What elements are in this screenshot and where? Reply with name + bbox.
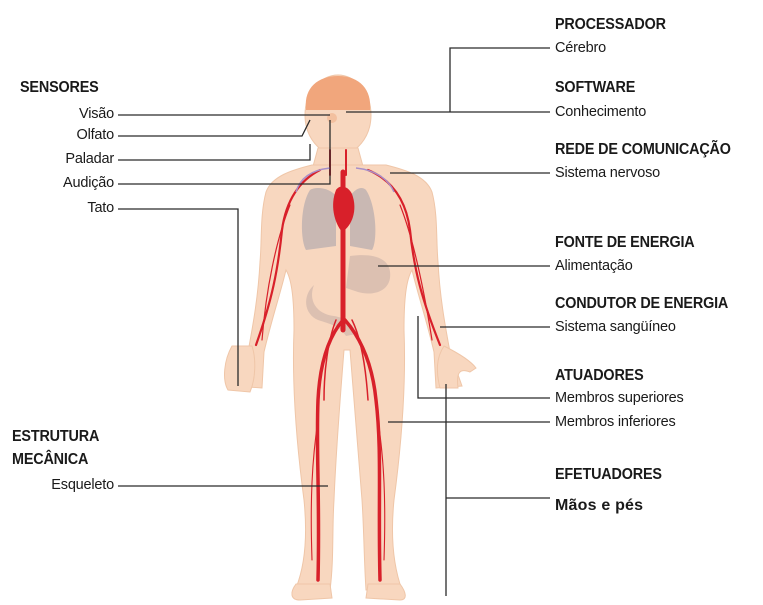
rede-item: Sistema nervoso xyxy=(555,163,660,183)
leader-efetuadores xyxy=(446,384,550,596)
leader-paladar xyxy=(118,144,310,160)
sensor-item-visao: Visão xyxy=(79,104,114,124)
sensor-item-paladar: Paladar xyxy=(65,149,114,169)
right-hand xyxy=(437,346,476,388)
condutor-title: CONDUTOR DE ENERGIA xyxy=(555,294,728,314)
rede-title: REDE DE COMUNICAÇÃO xyxy=(555,140,731,160)
sensores-title: SENSORES xyxy=(20,78,99,98)
atuadores-title: ATUADORES xyxy=(555,366,644,386)
estrutura-title-line1: ESTRUTURA xyxy=(12,427,99,447)
software-item: Conhecimento xyxy=(555,102,646,122)
processador-title: PROCESSADOR xyxy=(555,15,666,35)
sensor-item-audicao: Audição xyxy=(63,173,114,193)
fonte-title: FONTE DE ENERGIA xyxy=(555,233,695,253)
stomach xyxy=(346,255,390,293)
estrutura-item-esqueleto: Esqueleto xyxy=(51,475,114,495)
leader-tato xyxy=(118,209,238,386)
leader-olfato xyxy=(118,120,310,136)
efetuadores-title: EFETUADORES xyxy=(555,465,662,485)
torso-and-legs xyxy=(236,165,462,590)
left-hand xyxy=(225,346,255,392)
left-lung xyxy=(302,188,336,250)
processador-item: Cérebro xyxy=(555,38,606,58)
left-foot xyxy=(292,584,332,600)
condutor-item: Sistema sangüíneo xyxy=(555,317,676,337)
leader-cerebro xyxy=(450,48,550,112)
brain xyxy=(306,76,370,110)
atuadores-item-inferiores: Membros inferiores xyxy=(555,412,676,432)
software-title: SOFTWARE xyxy=(555,78,635,98)
right-foot xyxy=(366,584,405,600)
fonte-item: Alimentação xyxy=(555,256,633,276)
atuadores-item-superiores: Membros superiores xyxy=(555,388,684,408)
sensor-item-olfato: Olfato xyxy=(77,125,115,145)
efetuadores-item: Mãos e pés xyxy=(555,496,643,516)
estrutura-title-line2: MECÂNICA xyxy=(12,450,88,470)
sensor-item-tato: Tato xyxy=(87,198,114,218)
